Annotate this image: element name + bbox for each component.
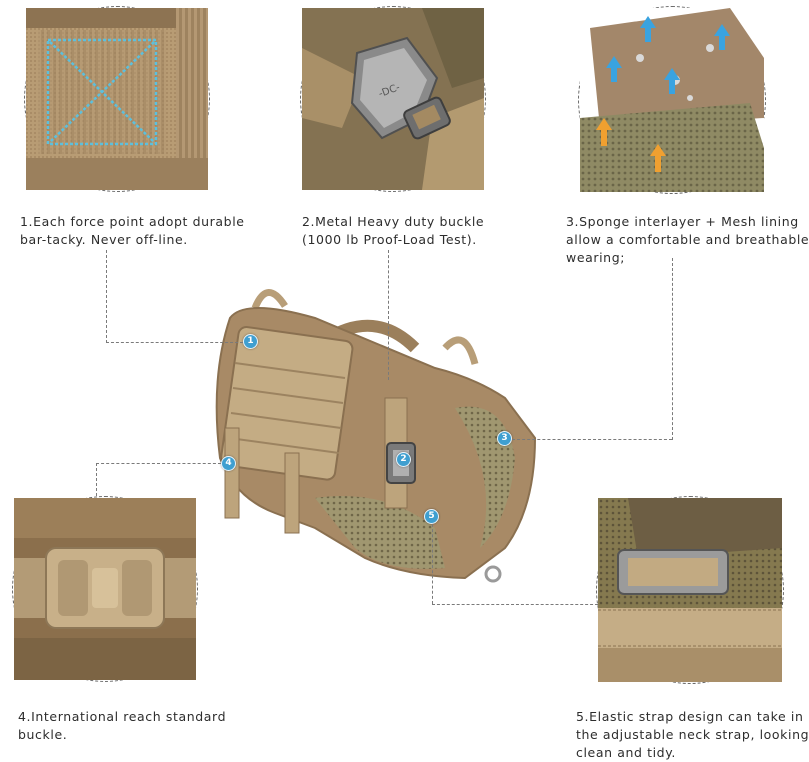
- callout-marker-2: 2: [396, 452, 411, 467]
- metal-buckle-detail-image: -DC-: [302, 8, 484, 190]
- feature-caption-1-line-1: 1.Each force point adopt durable: [20, 214, 245, 229]
- detail-ring-1: [24, 6, 210, 192]
- feature-caption-4-line-2: buckle.: [18, 727, 68, 742]
- leader-line-3: [672, 258, 673, 440]
- mesh-lining-detail-image: [580, 8, 764, 192]
- callout-marker-3: 3: [497, 431, 512, 446]
- leader-line-1b: [106, 342, 243, 343]
- feature-caption-3: 3.Sponge interlayer + Mesh lining allow …: [566, 213, 809, 267]
- feature-caption-1-line-2: bar-tacky. Never off-line.: [20, 232, 188, 247]
- feature-caption-2: 2.Metal Heavy duty buckle (1000 lb Proof…: [302, 213, 484, 249]
- feature-caption-3-line-1: 3.Sponge interlayer + Mesh lining: [566, 214, 799, 229]
- leader-line-4b: [96, 463, 97, 496]
- feature-caption-4: 4.International reach standard buckle.: [18, 708, 226, 744]
- callout-marker-1: 1: [243, 334, 258, 349]
- standard-buckle-detail-image: [14, 498, 196, 680]
- feature-caption-5: 5.Elastic strap design can take in the a…: [576, 708, 809, 762]
- leader-line-5: [432, 524, 433, 604]
- callout-marker-4: 4: [221, 456, 236, 471]
- feature-caption-5-line-2: the adjustable neck strap, looking: [576, 727, 809, 742]
- leader-line-4: [96, 463, 221, 464]
- feature-caption-1: 1.Each force point adopt durable bar-tac…: [20, 213, 245, 249]
- leader-line-5b: [432, 604, 598, 605]
- callout-marker-5: 5: [424, 509, 439, 524]
- feature-caption-5-line-1: 5.Elastic strap design can take in: [576, 709, 804, 724]
- detail-ring-5: [596, 496, 784, 684]
- feature-caption-3-line-2: allow a comfortable and breathable: [566, 232, 809, 247]
- leader-line-1: [106, 250, 107, 343]
- feature-caption-3-line-3: wearing;: [566, 250, 626, 265]
- leader-line-3b: [512, 439, 672, 440]
- detail-ring-3: [578, 6, 766, 194]
- detail-ring-2: [300, 6, 486, 192]
- bartack-detail-image: [26, 8, 208, 190]
- elastic-strap-detail-image: [598, 498, 782, 682]
- feature-caption-5-line-3: clean and tidy.: [576, 745, 676, 760]
- detail-ring-4: [12, 496, 198, 682]
- harness-product-image: [205, 278, 545, 593]
- feature-caption-2-line-2: (1000 lb Proof-Load Test).: [302, 232, 477, 247]
- leader-line-2: [388, 250, 389, 380]
- feature-caption-2-line-1: 2.Metal Heavy duty buckle: [302, 214, 485, 229]
- feature-caption-4-line-1: 4.International reach standard: [18, 709, 227, 724]
